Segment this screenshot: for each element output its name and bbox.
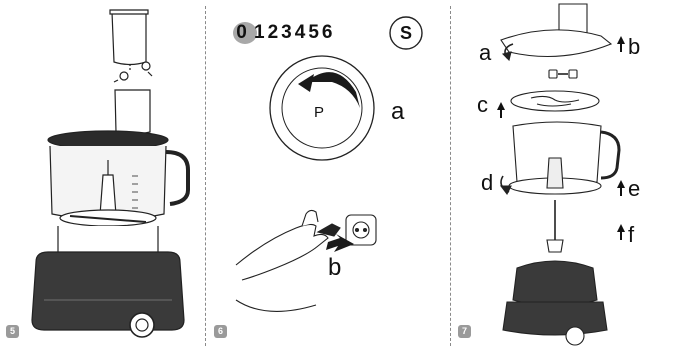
- food-processor-assembly-illustration: [0, 0, 205, 352]
- speed-4-label: 4: [295, 22, 309, 43]
- special-speed-label: S: [390, 22, 422, 44]
- callout-d-label: d: [481, 170, 493, 196]
- dial-pulse-label: P: [314, 104, 324, 121]
- callout-b-label: b: [328, 254, 341, 282]
- speed-off-label: 0: [232, 22, 254, 44]
- speed-1-label: 1: [254, 22, 268, 43]
- speed-5-label: 5: [308, 22, 322, 43]
- step-7-panel: a b c d e f 7: [451, 0, 693, 352]
- up-arrow-c-icon: [497, 102, 505, 118]
- lock-icon: [569, 70, 577, 78]
- step-number-badge: 7: [458, 325, 471, 338]
- callout-f-label: f: [628, 222, 634, 248]
- speed-2-label: 2: [268, 22, 282, 43]
- hand-unplugging-illustration: [236, 210, 376, 311]
- callout-a-label: a: [479, 40, 491, 66]
- lid-part: [501, 30, 611, 57]
- speed-dial-illustration: [206, 0, 450, 352]
- unlock-icon: [549, 70, 557, 78]
- callout-e-label: e: [628, 176, 640, 202]
- callout-b-label: b: [628, 34, 640, 60]
- up-arrow-b-icon: [617, 36, 625, 52]
- slicing-disc-part: [511, 91, 599, 111]
- speed-6-label: 6: [322, 22, 336, 43]
- callout-c-label: c: [477, 92, 488, 118]
- step-number-badge: 6: [214, 325, 227, 338]
- speed-3-label: 3: [281, 22, 295, 43]
- step-number-badge: 5: [6, 325, 19, 338]
- step-5-panel: 5: [0, 0, 205, 352]
- up-arrow-f-icon: [617, 224, 625, 240]
- callout-a-label: a: [391, 98, 404, 126]
- up-arrow-e-icon: [617, 180, 625, 196]
- motor-base-part: [513, 261, 597, 306]
